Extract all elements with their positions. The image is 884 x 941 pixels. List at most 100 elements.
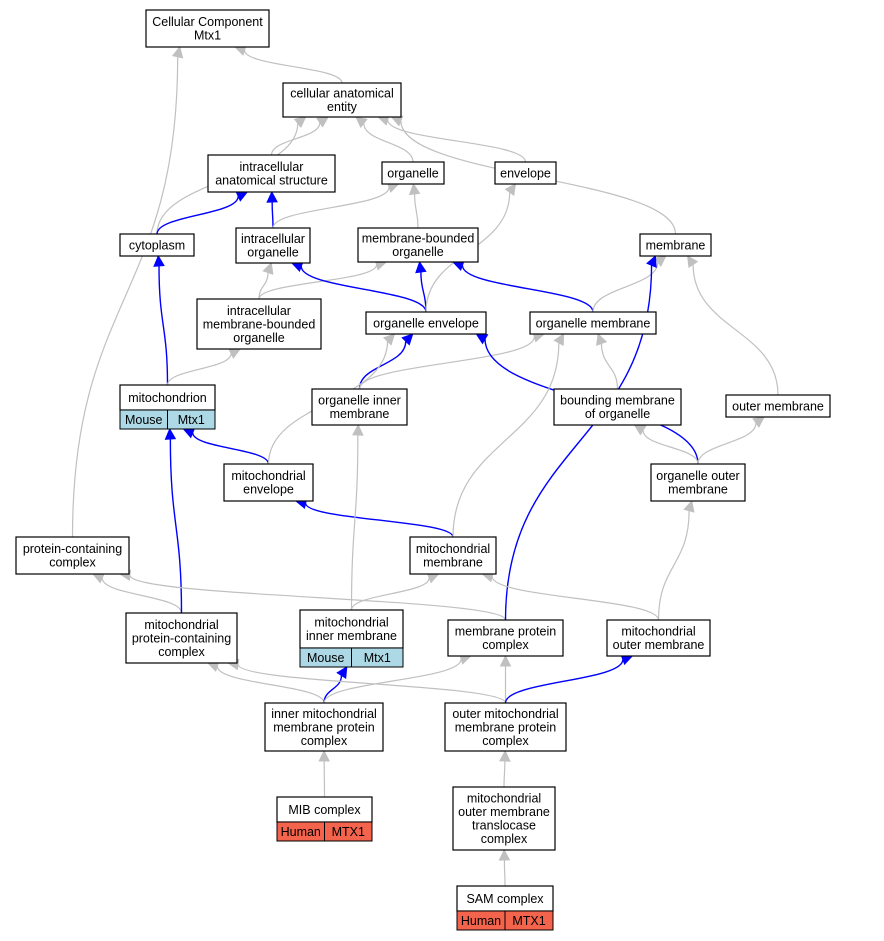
term-box — [299, 609, 404, 649]
term-box — [145, 9, 270, 48]
term-label-line: outer membrane — [458, 805, 550, 819]
term-node-organelle[interactable]: organelle — [381, 161, 445, 185]
edge-omm-to-mom — [504, 659, 624, 704]
edge-omm-to-mpcc — [237, 663, 507, 704]
term-label-line: envelope — [500, 166, 551, 180]
edge-layer — [71, 44, 779, 887]
term-box — [639, 233, 712, 257]
edge-ias-to-cae — [270, 122, 321, 156]
edge-arrowhead — [336, 666, 348, 679]
term-label-line: organelle inner — [318, 394, 401, 408]
edge-mpcc-to-pcc — [101, 577, 183, 614]
term-node-outm[interactable]: outer membrane — [725, 394, 831, 418]
term-label-line: protein-containing — [132, 631, 231, 645]
edge-arrowhead — [653, 255, 667, 268]
gene-label: MTX1 — [332, 825, 365, 839]
edge-sam-to-tom — [503, 859, 506, 887]
term-box — [207, 154, 336, 193]
edge-io-to-ias — [271, 201, 274, 229]
edge-arrowhead — [752, 416, 766, 428]
term-label-line: mitochondrion — [128, 391, 207, 405]
term-label-line: membrane-bounded — [203, 317, 316, 331]
term-label-line: MIB complex — [288, 803, 361, 817]
term-label-line: mitochondrial — [416, 542, 490, 556]
term-box — [276, 796, 373, 823]
term-label-line: intracellular — [227, 304, 291, 318]
term-box — [725, 394, 831, 418]
edge-envelope-to-cae — [387, 119, 527, 163]
term-label-line: complex — [481, 832, 528, 846]
term-box — [444, 702, 567, 752]
term-label-line: membrane — [423, 556, 483, 570]
term-label-line: outer membrane — [613, 638, 705, 652]
edge-omem-to-mbo — [461, 265, 594, 313]
term-label-line: bounding membrane — [560, 394, 675, 408]
term-node-envelope[interactable]: envelope — [494, 161, 557, 185]
term-node-oenv[interactable]: organelle envelope — [365, 311, 487, 335]
edge-tom-to-omm — [503, 760, 506, 788]
term-label-line: organelle — [387, 166, 438, 180]
edge-mmem-to-menv — [304, 502, 454, 538]
term-node-cytoplasm[interactable]: cytoplasm — [119, 233, 195, 257]
term-label-line: complex — [482, 734, 529, 748]
term-label-line: anatomical structure — [215, 174, 328, 188]
term-box — [650, 463, 746, 502]
term-label-line: mitochondrial — [314, 616, 388, 630]
edge-arrowhead — [415, 260, 427, 274]
term-box — [125, 612, 238, 664]
edge-arrowhead — [498, 848, 511, 861]
term-label-line: membrane — [330, 407, 390, 421]
gene-cell — [351, 647, 404, 668]
term-label-line: entity — [327, 100, 358, 114]
term-label-line: intracellular — [241, 232, 305, 246]
edge-arrowhead — [408, 182, 421, 196]
term-label-line: mitochondrial — [231, 469, 305, 483]
edge-oom-to-bmo — [642, 430, 699, 465]
edge-mito-to-cytoplasm — [158, 265, 169, 386]
edge-mpc-to-pcc — [129, 574, 507, 621]
edge-bmo-to-omem — [600, 343, 619, 390]
edge-mom-to-oom — [657, 510, 690, 621]
term-label-line: SAM complex — [466, 892, 544, 906]
term-box — [365, 311, 487, 335]
edge-arrowhead — [686, 255, 699, 268]
term-node-omem[interactable]: organelle membrane — [529, 311, 657, 335]
term-box — [553, 388, 682, 426]
term-node-membrane[interactable]: membrane — [639, 233, 712, 257]
edge-mito-to-imbo — [166, 353, 232, 386]
edge-arrowhead — [553, 333, 565, 347]
term-label-line: outer mitochondrial — [452, 707, 558, 721]
term-box — [196, 298, 322, 350]
gene-label: MTX1 — [512, 914, 545, 928]
edge-mbo-to-organelle — [413, 193, 419, 229]
edge-oim-to-omem — [358, 336, 535, 390]
term-label-line: intracellular — [240, 160, 304, 174]
term-label-line: membrane protein — [273, 720, 374, 734]
gene-cell — [504, 910, 554, 931]
edge-mpcc-to-mito — [169, 438, 183, 614]
edge-oenv-to-io — [300, 266, 427, 313]
